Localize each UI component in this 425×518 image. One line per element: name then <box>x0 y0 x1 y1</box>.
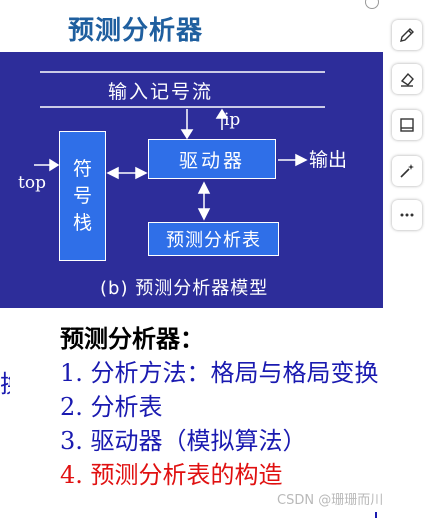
diagram-panel: 输入记号流 ip top 符 号 栈 驱动器 输出 预测分析表 (b) 预测分析… <box>0 52 383 308</box>
stack-driver-arrowhead-left <box>106 166 119 180</box>
stream-to-driver-arrowhead <box>180 129 194 140</box>
driver-box: 驱动器 <box>148 139 276 179</box>
driver-table-arrowhead-up <box>197 181 211 194</box>
stack-driver-arrowhead-right <box>135 166 148 180</box>
output-label: 输出 <box>309 149 348 171</box>
watermark: CSDN @珊珊而川 <box>277 493 384 508</box>
stack-char: 号 <box>72 184 92 207</box>
magic-wand-tool-button[interactable] <box>392 156 422 186</box>
eraser-icon <box>400 72 414 87</box>
list-item: 2. 分析表 <box>60 393 163 421</box>
input-stream-label: 输入记号流 <box>108 81 214 103</box>
ip-pointer-arrowhead <box>215 108 229 119</box>
content-list: 预测分析器： 1. 分析方法：格局与格局变换 2. 分析表 3. 驱动器（模拟算… <box>60 322 379 492</box>
stack-char: 符 <box>72 157 92 180</box>
prediction-table-box: 预测分析表 <box>148 222 279 256</box>
top-pointer-arrowhead <box>49 158 60 172</box>
more-options-button[interactable] <box>392 200 422 230</box>
clipped-text-fragment: 换 <box>0 364 10 399</box>
frame-tool-button[interactable] <box>392 110 422 140</box>
symbol-stack-box: 符 号 栈 <box>59 131 106 261</box>
eraser-tool-button[interactable] <box>392 64 422 94</box>
side-toolbar <box>390 0 425 240</box>
driver-output-arrowhead <box>295 153 308 167</box>
driver-table-arrowhead-down <box>197 208 211 221</box>
slide-title: 预测分析器 <box>68 16 204 46</box>
toolbar-top-handle <box>365 0 379 9</box>
magic-wand-icon <box>400 164 414 178</box>
stack-char: 栈 <box>72 211 92 234</box>
bottom-edge-mark <box>375 512 377 518</box>
ip-label: ip <box>224 110 241 130</box>
content-heading: 预测分析器： <box>60 324 204 353</box>
top-label: top <box>18 173 46 193</box>
frame-icon <box>400 118 414 132</box>
pen-icon <box>400 28 414 42</box>
diagram-lines <box>34 71 325 221</box>
list-item: 1. 分析方法：格局与格局变换 <box>60 359 379 387</box>
list-item: 3. 驱动器（模拟算法） <box>60 427 307 455</box>
more-icon <box>400 213 414 217</box>
diagram-caption: (b) 预测分析器模型 <box>100 278 269 299</box>
pen-tool-button[interactable] <box>392 20 422 50</box>
list-item: 4. 预测分析表的构造 <box>60 461 283 489</box>
